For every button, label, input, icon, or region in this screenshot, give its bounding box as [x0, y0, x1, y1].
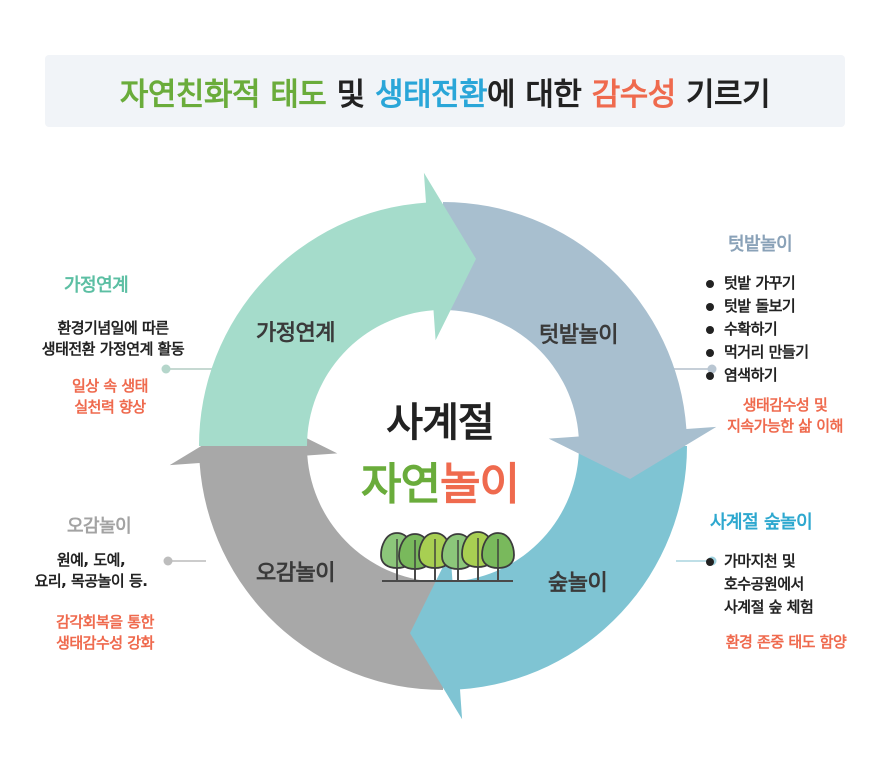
connector-dot-garden — [707, 364, 717, 374]
list-item: 수확하기 — [704, 318, 809, 341]
senses-desc-line: 요리, 목공놀이 등. — [34, 572, 148, 590]
family-desc-line: 생태전환 가정연계 활동 — [41, 340, 185, 358]
title-part-grow: 기르기 — [675, 76, 771, 113]
list-item: 염색하기 — [704, 364, 809, 387]
garden-note-line: 지속가능한 삶 이해 — [727, 417, 843, 435]
forest-title: 사계절 숲놀이 — [710, 512, 813, 533]
center-subtitle-play: 놀이 — [440, 459, 520, 510]
family-note-line: 실천력 향상 — [74, 398, 146, 416]
center-title: 사계절 — [386, 400, 494, 446]
garden-title: 텃밭놀이 — [728, 234, 793, 255]
senses-note: 감각회복을 통한 생태감수성 강화 — [20, 612, 190, 654]
senses-note-line: 감각회복을 통한 — [56, 613, 154, 631]
garden-note-line: 생태감수성 및 — [742, 396, 828, 414]
title-part-and: 및 — [326, 76, 375, 113]
family-note: 일상 속 생태 실천력 향상 — [30, 376, 190, 418]
title-part-eco: 생태전환 — [374, 76, 488, 113]
segment-label-senses: 오감놀이 — [256, 561, 335, 586]
family-description: 환경기념일에 따른 생태전환 가정연계 활동 — [8, 318, 218, 360]
family-note-line: 일상 속 생태 — [72, 377, 148, 395]
forest-activity-continuation: 호수공원에서 사계절 숲 체험 — [724, 573, 814, 619]
title-part-about: 에 대한 — [487, 76, 592, 113]
segment-label-garden: 텃밭놀이 — [539, 323, 618, 348]
segment-garden-arrow — [443, 202, 717, 479]
center-subtitle: 자연놀이 — [320, 448, 560, 512]
list-item: 가마지천 및 — [704, 550, 796, 573]
connector-dot-senses — [163, 556, 173, 566]
list-item: 텃밭 가꾸기 — [704, 272, 809, 295]
family-title: 가정연계 — [64, 275, 129, 296]
forest-activity-list: 가마지천 및 — [704, 550, 796, 573]
center-subtitle-nature: 자연 — [361, 459, 441, 510]
title-banner: 자연친화적 태도 및 생태전환 에 대한 감수성 기르기 — [45, 55, 845, 127]
forest-item-line: 사계절 숲 체험 — [724, 598, 814, 616]
forest-item-line: 호수공원에서 — [724, 575, 804, 593]
garden-note: 생태감수성 및 지속가능한 삶 이해 — [700, 395, 870, 437]
segment-senses-arrow — [169, 413, 443, 690]
forest-note: 환경 존중 태도 함양 — [725, 633, 847, 651]
trees-icon — [380, 531, 515, 582]
title-part-sensitivity: 감수성 — [591, 76, 677, 113]
list-item: 텃밭 돌보기 — [704, 295, 809, 318]
segment-label-family: 가정연계 — [256, 321, 335, 346]
segment-label-forest: 숲놀이 — [548, 571, 608, 596]
garden-activity-list: 텃밭 가꾸기 텃밭 돌보기 수확하기 먹거리 만들기 염색하기 — [704, 272, 809, 387]
senses-description: 원예, 도예, 요리, 목공놀이 등. — [16, 550, 166, 592]
senses-desc-line: 원예, 도예, — [56, 551, 126, 569]
family-desc-line: 환경기념일에 따른 — [57, 319, 169, 337]
title-part-nature: 자연친화적 태도 — [119, 76, 327, 113]
list-item: 먹거리 만들기 — [704, 341, 809, 364]
senses-title: 오감놀이 — [67, 516, 132, 537]
segment-forest-arrow — [410, 446, 687, 720]
senses-note-line: 생태감수성 강화 — [56, 634, 154, 652]
segment-family-arrow — [199, 172, 476, 446]
connector-dot-family — [161, 364, 171, 374]
